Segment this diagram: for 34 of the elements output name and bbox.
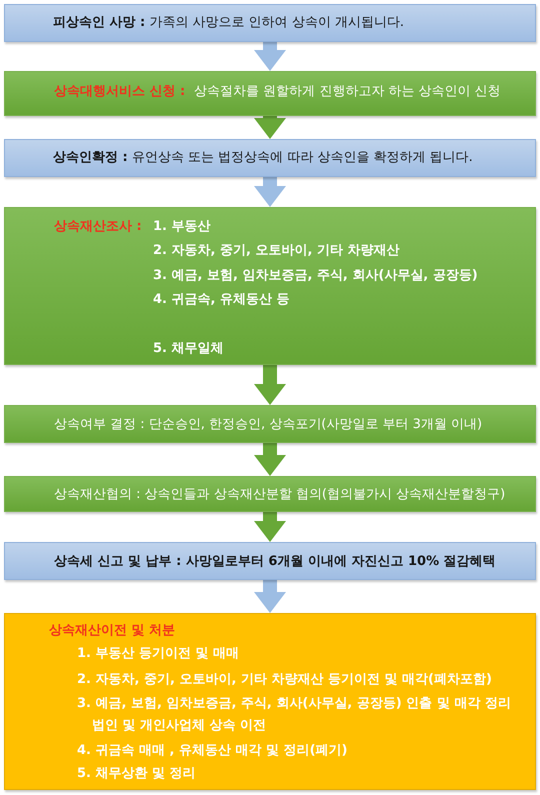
step-description: 상속여부 결정 : 단순승인, 한정승인, 상속포기(사망일로 부터 3개월 이내) [54,416,482,434]
list-item: 1. 부동산 등기이전 및 매매 [77,645,240,663]
step-description: 상속절차를 원할하게 진행하고자 하는 상속인이 신청 [194,83,501,101]
step-description: 상속세 신고 및 납부 : 사망일로부터 6개월 이내에 자진신고 10% 절감혜택 [54,553,496,571]
arrow [254,580,286,613]
list-item: 2. 자동차, 중기, 오토바이, 기타 차량재산 등기이전 및 매각(폐차포함) [77,671,492,689]
step-title: 상속대행서비스 신청 : [54,83,186,101]
list-item: 3. 예금, 보험, 임차보증금, 주식, 회사(사무실, 공장등) [153,267,478,285]
process-box [4,4,536,42]
list-item: 5. 채무상환 및 정리 [77,765,196,783]
process-box [4,542,536,580]
process-box [4,405,536,443]
arrow [254,177,286,207]
process-box [4,207,536,365]
arrow [254,443,286,476]
step-title: 상속재산조사 : [54,218,142,236]
list-item: 3. 예금, 보험, 임차보증금, 주식, 회사(사무실, 공장등) 인출 및 매각 정리 법인 및 개인사업체 상속 이전 [77,695,512,735]
list-item: 2. 자동차, 중기, 오토바이, 기타 차량재산 [153,242,400,260]
process-box [4,613,536,790]
step-description: 상속인확정 : 유언상속 또는 법정상속에 따라 상속인을 확정하게 됩니다. [53,149,473,167]
step-title: 상속재산이전 및 처분 [49,622,176,640]
arrow [254,365,286,405]
list-item: 5. 채무일체 [153,340,224,358]
arrow [254,512,286,542]
arrow [254,42,286,71]
step-description: 상속재산협의 : 상속인들과 상속재산분할 협의(협의불가시 상속재산분할청구) [54,486,506,504]
list-item: 4. 귀금속 매매 , 유체동산 매각 및 정리(폐기) [77,742,348,760]
process-box [4,476,536,512]
process-box [4,71,536,116]
step-description: 피상속인 사망 : 가족의 사망으로 인하여 상속이 개시됩니다. [53,14,404,32]
list-item: 1. 부동산 [153,218,211,236]
process-box [4,139,536,177]
list-item: 4. 귀금속, 유체동산 등 [153,291,290,309]
arrow [254,116,286,139]
